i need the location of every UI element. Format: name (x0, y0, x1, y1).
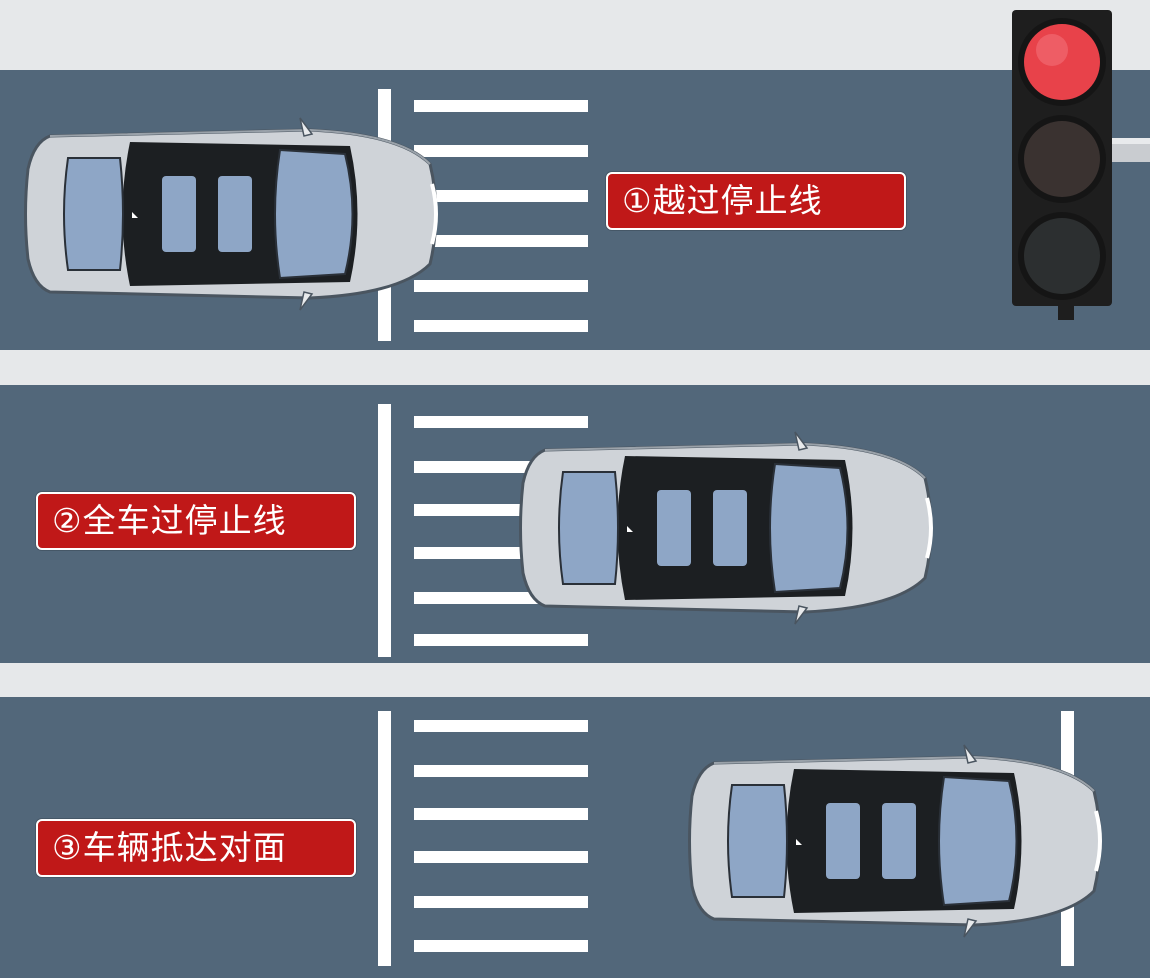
step-1-label: ①越过停止线 (606, 172, 906, 230)
crosswalk-stripe (414, 416, 588, 428)
crosswalk-stripe (414, 235, 588, 247)
car-panel-1 (20, 114, 445, 314)
crosswalk-stripe (414, 940, 588, 952)
crosswalk-panel-3 (414, 720, 588, 960)
car-icon (519, 431, 933, 625)
crosswalk-stripe (414, 190, 588, 202)
stop-line-panel-2 (378, 404, 391, 657)
car-icon (688, 744, 1102, 938)
sidewalk-top (0, 0, 1150, 70)
green-lamp (1024, 218, 1100, 294)
traffic-light (1006, 4, 1150, 324)
crosswalk-stripe (414, 145, 588, 157)
crosswalk-stripe (414, 280, 588, 292)
traffic-light-icon (1012, 10, 1150, 320)
crosswalk-stripe (414, 851, 588, 863)
step-3-label: ③车辆抵达对面 (36, 819, 356, 877)
separator-2 (0, 663, 1150, 697)
crosswalk-stripe (414, 634, 588, 646)
crosswalk-stripe (414, 808, 588, 820)
crosswalk-stripe (414, 720, 588, 732)
car-panel-2 (515, 428, 940, 628)
crosswalk-stripe (414, 100, 588, 112)
car-icon (24, 117, 438, 311)
yellow-lamp (1024, 121, 1100, 197)
stop-line-panel-3 (378, 711, 391, 966)
crosswalk-stripe (414, 896, 588, 908)
crosswalk-stripe (414, 765, 588, 777)
separator-1 (0, 350, 1150, 385)
crosswalk-panel-1 (414, 100, 588, 340)
crosswalk-stripe (414, 320, 588, 332)
car-panel-3 (684, 741, 1109, 941)
step-2-label: ②全车过停止线 (36, 492, 356, 550)
